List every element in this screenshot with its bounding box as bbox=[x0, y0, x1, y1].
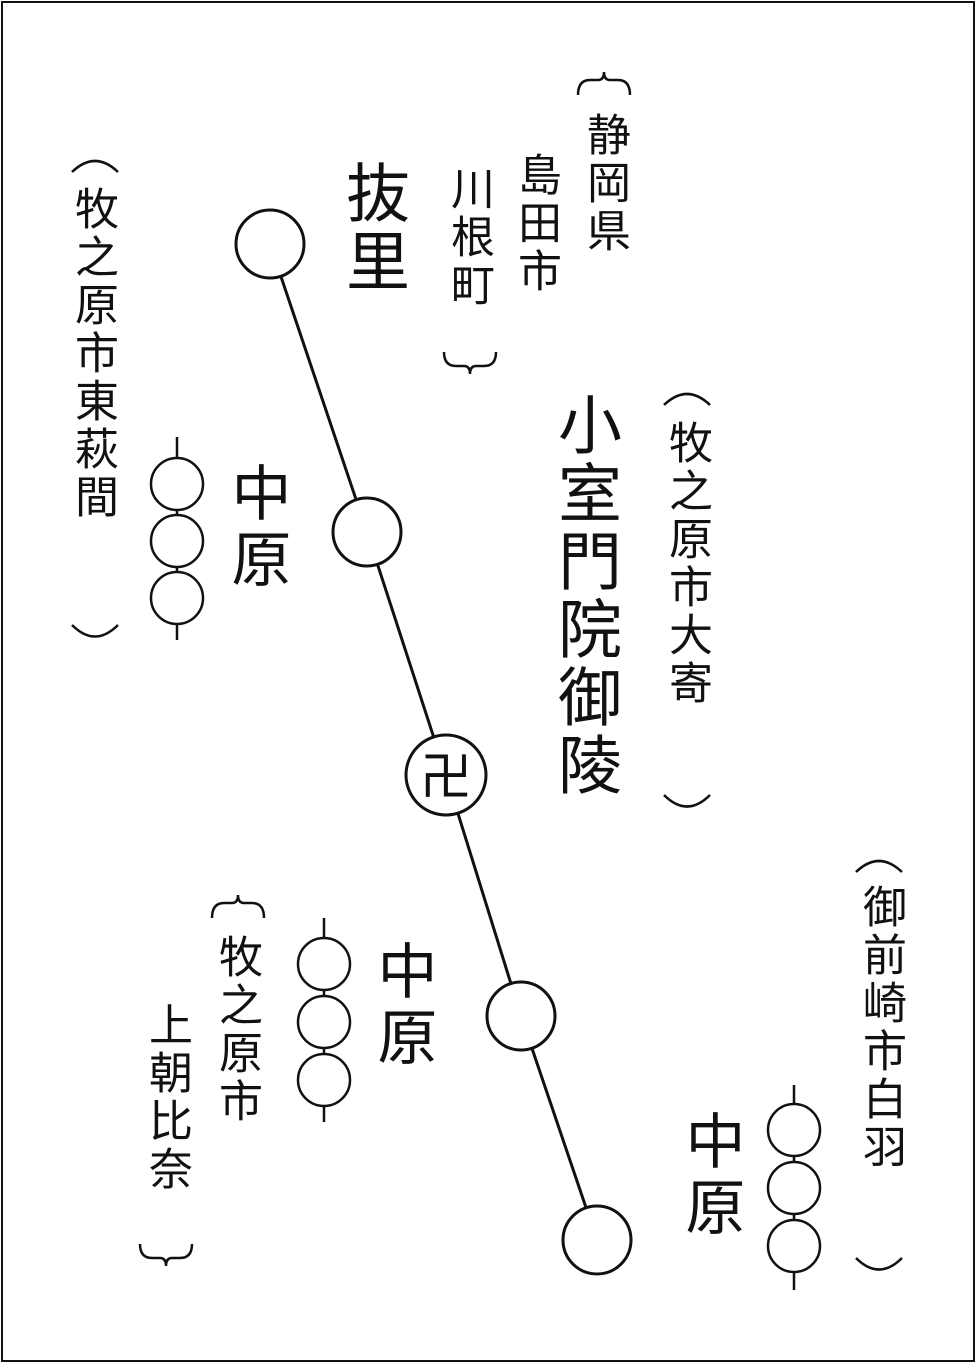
brace-close bbox=[442, 351, 498, 375]
station-name-nukiri: 抜里 bbox=[335, 160, 409, 296]
address-town: 川根町 bbox=[443, 166, 494, 310]
address-prefecture: 静岡県 bbox=[579, 112, 630, 256]
brace-close bbox=[138, 1243, 194, 1267]
station-name-nakahara-3: 中原 bbox=[675, 1110, 745, 1242]
station-name-nakahara-2: 中原 bbox=[367, 940, 437, 1072]
paren-close bbox=[663, 794, 711, 808]
triple-circle-icon bbox=[766, 1085, 822, 1290]
station-circle-icon[interactable] bbox=[485, 980, 557, 1052]
station-circle-icon[interactable] bbox=[234, 208, 306, 280]
station-circle-icon[interactable] bbox=[561, 1204, 633, 1276]
address-oyori: 牧之原市大寄 bbox=[661, 420, 712, 708]
address-kamiasahina: 上朝比奈 bbox=[141, 1002, 192, 1194]
brace-open bbox=[210, 894, 266, 919]
shrine-mark-glyph: 卍 bbox=[420, 748, 472, 808]
brace-open bbox=[576, 71, 632, 96]
route-segment bbox=[268, 243, 369, 533]
paren-open bbox=[855, 859, 903, 873]
paren-close bbox=[855, 1257, 903, 1271]
route-segment bbox=[444, 774, 523, 1017]
station-circle-icon[interactable] bbox=[331, 496, 403, 568]
address-city: 島田市 bbox=[510, 152, 561, 296]
paren-close bbox=[71, 624, 119, 638]
triple-circle-icon bbox=[296, 918, 352, 1122]
route-segment bbox=[365, 531, 448, 776]
address-higashihagima: 牧之原市東萩間 bbox=[67, 186, 118, 522]
triple-circle-icon bbox=[149, 437, 205, 640]
paren-open bbox=[663, 392, 711, 406]
route-segment bbox=[519, 1015, 599, 1241]
address-shiroha: 御前崎市白羽 bbox=[855, 884, 906, 1172]
paren-open bbox=[71, 159, 119, 173]
shrine-mark-icon[interactable] bbox=[404, 733, 488, 817]
station-name-komuro: 小室門院御陵 bbox=[547, 392, 621, 800]
address-makinohara: 牧之原市 bbox=[211, 934, 262, 1126]
station-name-nakahara-1: 中原 bbox=[221, 462, 291, 594]
